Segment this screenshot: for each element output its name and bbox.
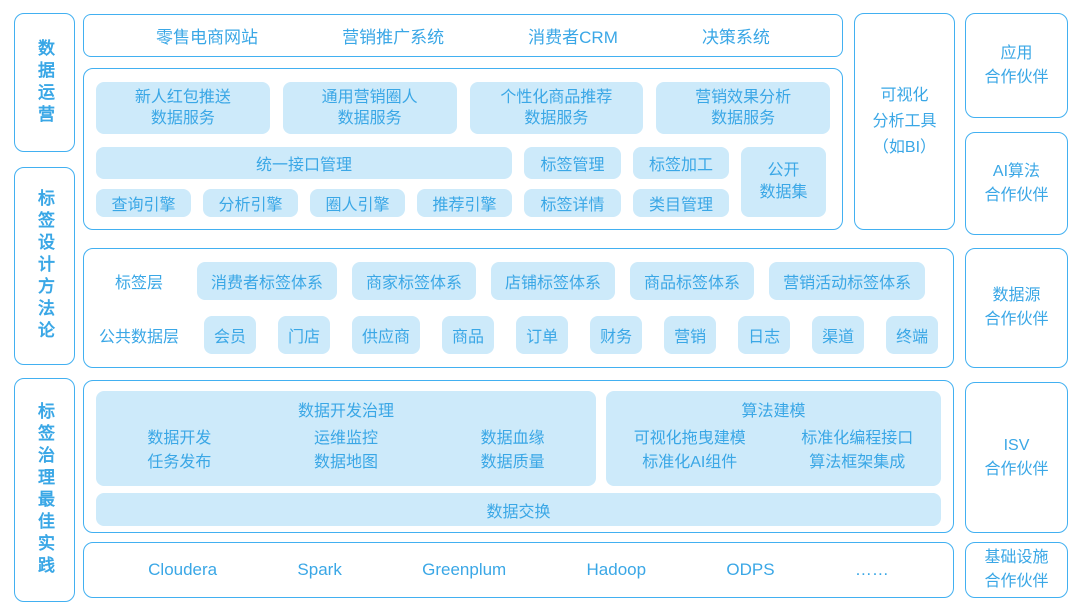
sidebar-section-label: 标签治理最佳实践 bbox=[35, 402, 54, 578]
governance-item: 数据血缘 bbox=[480, 430, 545, 447]
data-service-layer: 新人红包推送 数据服务 通用营销圈人 数据服务 个性化商品推荐 数据服务 营销效… bbox=[83, 68, 843, 230]
governance-item: 数据地图 bbox=[313, 454, 378, 471]
app-item: 营销推广系统 bbox=[342, 28, 445, 47]
algorithm-item: 可视化拖曳建模 bbox=[633, 430, 746, 447]
tag-engine-grid: 统一接口管理 标签管理 标签加工 公开 数据集 查询引擎 分析引擎 圈人引擎 推… bbox=[96, 147, 830, 217]
infra-item: Hadoop bbox=[586, 560, 647, 579]
tag-mgmt-chip: 标签管理 bbox=[524, 147, 621, 179]
algorithm-modeling-title: 算法建模 bbox=[741, 403, 806, 420]
analysis-engine-chip: 分析引擎 bbox=[203, 189, 298, 217]
sidebar-section-data-operations: 数据运营 bbox=[14, 13, 75, 152]
tag-system-chip: 商家标签体系 bbox=[352, 262, 477, 300]
recommend-engine-chip: 推荐引擎 bbox=[417, 189, 512, 217]
common-data-chip: 供应商 bbox=[352, 316, 421, 354]
infra-item: Spark bbox=[297, 560, 342, 579]
data-service-chip: 新人红包推送 数据服务 bbox=[96, 82, 270, 134]
unified-interface-mgmt-chip: 统一接口管理 bbox=[96, 147, 512, 179]
common-data-chip: 订单 bbox=[516, 316, 569, 354]
infra-item: …… bbox=[854, 560, 889, 579]
audience-engine-chip: 圈人引擎 bbox=[310, 189, 405, 217]
category-mgmt-chip: 类目管理 bbox=[633, 189, 729, 217]
infrastructure-row: Cloudera Spark Greenplum Hadoop ODPS …… bbox=[83, 542, 954, 598]
app-item: 零售电商网站 bbox=[156, 28, 259, 47]
governance-subboxes: 数据开发治理 数据开发 运维监控 数据血缘 任务发布 数据地图 数据质量 算法建… bbox=[96, 391, 941, 486]
app-item: 决策系统 bbox=[701, 28, 770, 47]
sidebar-section-tag-design-methodology: 标签设计方法论 bbox=[14, 167, 75, 365]
algorithm-item: 算法框架集成 bbox=[809, 454, 906, 471]
common-data-chip: 日志 bbox=[738, 316, 791, 354]
tag-system-chip: 商品标签体系 bbox=[630, 262, 755, 300]
algorithm-modeling-grid: 可视化拖曳建模 标准化编程接口 标准化AI组件 算法框架集成 bbox=[606, 427, 941, 475]
tag-system-chip: 店铺标签体系 bbox=[491, 262, 616, 300]
common-data-layer-label: 公共数据层 bbox=[98, 329, 179, 346]
infra-item: Greenplum bbox=[422, 560, 507, 579]
data-dev-governance-title: 数据开发治理 bbox=[297, 403, 394, 420]
tag-layer-row: 标签层 消费者标签体系 商家标签体系 店铺标签体系 商品标签体系 营销活动标签体… bbox=[96, 262, 941, 300]
tag-design-layer: 标签层 消费者标签体系 商家标签体系 店铺标签体系 商品标签体系 营销活动标签体… bbox=[83, 248, 954, 368]
governance-item: 运维监控 bbox=[313, 430, 378, 447]
common-data-chip: 终端 bbox=[886, 316, 939, 354]
governance-item: 任务发布 bbox=[147, 454, 212, 471]
sidebar-section-tag-governance-practice: 标签治理最佳实践 bbox=[14, 378, 75, 602]
tag-layer-label: 标签层 bbox=[114, 275, 163, 292]
algorithm-item: 标准化编程接口 bbox=[801, 430, 914, 447]
partner-isv: ISV 合作伙伴 bbox=[965, 382, 1068, 533]
common-data-chip: 商品 bbox=[442, 316, 495, 354]
bi-visualization-tool-box: 可视化 分析工具 （如BI） bbox=[854, 13, 955, 230]
algorithm-item: 标准化AI组件 bbox=[642, 454, 738, 471]
app-item: 消费者CRM bbox=[528, 28, 618, 47]
common-data-chip: 营销 bbox=[664, 316, 717, 354]
common-data-layer-row: 公共数据层 会员 门店 供应商 商品 订单 财务 营销 日志 渠道 终端 bbox=[96, 316, 941, 354]
algorithm-modeling-box: 算法建模 可视化拖曳建模 标准化编程接口 标准化AI组件 算法框架集成 bbox=[606, 391, 941, 486]
open-dataset-chip: 公开 数据集 bbox=[741, 147, 826, 217]
partner-application: 应用 合作伙伴 bbox=[965, 13, 1068, 118]
data-dev-governance-box: 数据开发治理 数据开发 运维监控 数据血缘 任务发布 数据地图 数据质量 bbox=[96, 391, 596, 486]
data-service-chips-row: 新人红包推送 数据服务 通用营销圈人 数据服务 个性化商品推荐 数据服务 营销效… bbox=[96, 82, 830, 134]
tag-system-chip: 营销活动标签体系 bbox=[769, 262, 926, 300]
tag-detail-chip: 标签详情 bbox=[524, 189, 621, 217]
governance-item: 数据质量 bbox=[480, 454, 545, 471]
data-service-chip: 营销效果分析 数据服务 bbox=[656, 82, 830, 134]
data-dev-governance-grid: 数据开发 运维监控 数据血缘 任务发布 数据地图 数据质量 bbox=[96, 427, 596, 475]
infra-item: ODPS bbox=[726, 560, 775, 579]
query-engine-chip: 查询引擎 bbox=[96, 189, 191, 217]
common-data-chip: 会员 bbox=[204, 316, 257, 354]
governance-layer: 数据开发治理 数据开发 运维监控 数据血缘 任务发布 数据地图 数据质量 算法建… bbox=[83, 380, 954, 533]
governance-item: 数据开发 bbox=[147, 430, 212, 447]
partner-ai-algorithm: AI算法 合作伙伴 bbox=[965, 132, 1068, 235]
common-data-chip: 门店 bbox=[278, 316, 331, 354]
tag-processing-chip: 标签加工 bbox=[633, 147, 729, 179]
sidebar-section-label: 标签设计方法论 bbox=[35, 189, 54, 343]
tag-system-chip: 消费者标签体系 bbox=[197, 262, 338, 300]
partner-data-source: 数据源 合作伙伴 bbox=[965, 248, 1068, 368]
sidebar-section-label: 数据运营 bbox=[35, 38, 54, 127]
common-data-chip: 渠道 bbox=[812, 316, 865, 354]
application-systems-row: 零售电商网站 营销推广系统 消费者CRM 决策系统 bbox=[83, 14, 843, 57]
data-service-chip: 通用营销圈人 数据服务 bbox=[282, 82, 457, 134]
data-service-chip: 个性化商品推荐 数据服务 bbox=[469, 82, 644, 134]
data-exchange-bar: 数据交换 bbox=[96, 493, 941, 526]
common-data-chip: 财务 bbox=[590, 316, 643, 354]
infra-item: Cloudera bbox=[148, 560, 218, 579]
partner-infrastructure: 基础设施 合作伙伴 bbox=[965, 542, 1068, 598]
